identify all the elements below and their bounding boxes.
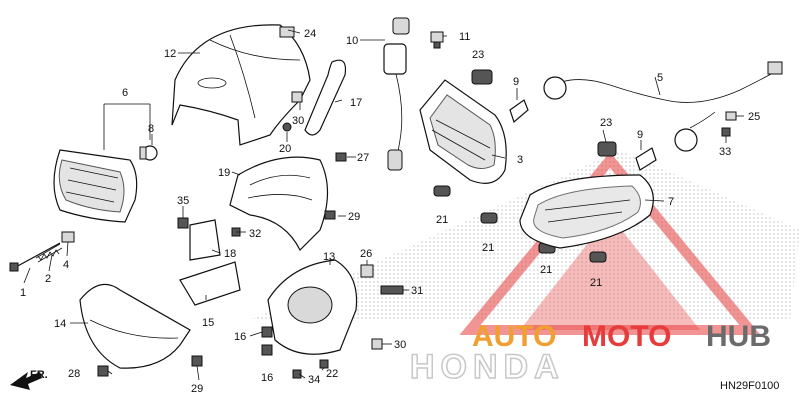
- lower-cover-part: [79, 283, 191, 369]
- adjusting-screw-part: [9, 231, 75, 272]
- callout-35: 35: [177, 195, 189, 207]
- headlight-bulb-part: [139, 145, 158, 161]
- callout-5: 5: [657, 72, 663, 84]
- callout-30-upper: 30: [292, 115, 304, 127]
- bolt-part-27: [335, 152, 347, 162]
- upper-cover-part: [171, 24, 311, 146]
- wire-harness-part: [543, 61, 783, 152]
- headlight-center-part: [419, 79, 507, 184]
- bulb-part-9-lower: [635, 147, 657, 171]
- brand-moto-text: MOTO: [582, 320, 671, 353]
- callout-21-d: 21: [590, 277, 602, 289]
- clip-part-25: [725, 111, 737, 121]
- cover-clip-part: [279, 26, 295, 38]
- callout-23-lower: 23: [600, 117, 612, 129]
- bolt-part-29-lower: [191, 355, 203, 367]
- stay-bracket-part: [179, 219, 241, 306]
- callout-20: 20: [279, 143, 291, 155]
- watermark-wordmark: AUTO MOTO HUB: [472, 320, 771, 353]
- rubber-part-23-upper: [471, 69, 493, 85]
- rubber-mount-part-1: [433, 185, 451, 197]
- callout-10: 10: [346, 35, 358, 47]
- diagram-code: HN29F0100: [720, 380, 779, 392]
- callout-27: 27: [357, 152, 369, 164]
- socket-wire-part: [383, 17, 410, 171]
- screw-part-33: [721, 127, 731, 137]
- callout-15: 15: [202, 317, 214, 329]
- callout-12: 12: [164, 48, 176, 60]
- grommet-part-lower: [371, 338, 383, 350]
- callout-23-upper: 23: [472, 49, 484, 61]
- bolt-part-29-upper: [324, 210, 336, 220]
- callout-29-upper: 29: [348, 211, 360, 223]
- leader-lines: [23, 29, 744, 381]
- callout-3: 3: [517, 154, 523, 166]
- callout-7: 7: [668, 196, 674, 208]
- rubber-mount-part-4: [589, 251, 607, 263]
- collar-part-16-upper: [261, 326, 273, 338]
- callout-21-a: 21: [436, 214, 448, 226]
- bolt-part-31: [380, 285, 404, 295]
- callout-17: 17: [350, 97, 362, 109]
- callout-22: 22: [326, 368, 338, 380]
- callout-26: 26: [360, 248, 372, 260]
- front-direction-arrow: FR.: [10, 369, 48, 390]
- callout-16-upper: 16: [234, 331, 246, 343]
- grommet-part-upper: [291, 91, 303, 103]
- callout-11: 11: [459, 31, 470, 43]
- bolt-part-28: [97, 365, 109, 377]
- callout-6: 6: [122, 87, 128, 99]
- watermark: AUTO MOTO HUB HONDA: [250, 150, 800, 387]
- callout-9-upper: 9: [513, 76, 519, 88]
- callout-32: 32: [249, 228, 261, 240]
- callout-19: 19: [218, 167, 230, 179]
- callout-9-lower: 9: [637, 129, 643, 141]
- callout-2: 2: [45, 273, 51, 285]
- callout-4: 4: [63, 259, 69, 271]
- nut-part-22: [319, 359, 329, 369]
- watermark-dotted-wing: [250, 150, 800, 320]
- bolt-part-35: [177, 217, 189, 229]
- callout-24: 24: [304, 28, 316, 40]
- callout-34: 34: [308, 374, 320, 386]
- callout-8: 8: [148, 123, 154, 135]
- callout-18: 18: [224, 248, 236, 260]
- callout-28: 28: [68, 368, 80, 380]
- callout-21-c: 21: [540, 264, 552, 276]
- callout-25: 25: [748, 111, 760, 123]
- brand-auto-text: AUTO: [472, 320, 556, 353]
- callout-14: 14: [54, 318, 66, 330]
- callout-16-lower: 16: [261, 372, 273, 384]
- collar-part-16-lower: [261, 344, 273, 356]
- brand-hub-text: HUB: [706, 320, 771, 353]
- direction-label: FR.: [30, 369, 48, 381]
- breather-tube-part: [304, 59, 347, 136]
- callout-1: 1: [20, 287, 26, 299]
- callout-30-lower: 30: [394, 339, 406, 351]
- headlight-left-part: [53, 149, 138, 223]
- callout-numbers: 1 2 3 4 5 6 7 8 9 9 10 11 12 13 14 15 16…: [20, 28, 760, 395]
- bulb-part-9-upper: [509, 99, 529, 124]
- rubber-mount-part-2: [480, 212, 498, 224]
- callout-13: 13: [323, 251, 335, 263]
- nut-part-34: [292, 369, 302, 379]
- callout-31: 31: [411, 285, 423, 297]
- headlight-right-part: [519, 174, 654, 249]
- callout-29-lower: 29: [191, 383, 203, 395]
- rubber-part-23-lower: [597, 141, 617, 157]
- meter-case-part: [267, 259, 358, 355]
- callout-21-b: 21: [482, 242, 494, 254]
- nut-part-upper: [282, 122, 292, 132]
- collar-part-26: [360, 264, 374, 278]
- bolt-part-11: [430, 31, 444, 49]
- callout-33: 33: [719, 146, 731, 158]
- inner-cover-part: [229, 156, 329, 252]
- honda-wordmark: HONDA: [410, 348, 565, 386]
